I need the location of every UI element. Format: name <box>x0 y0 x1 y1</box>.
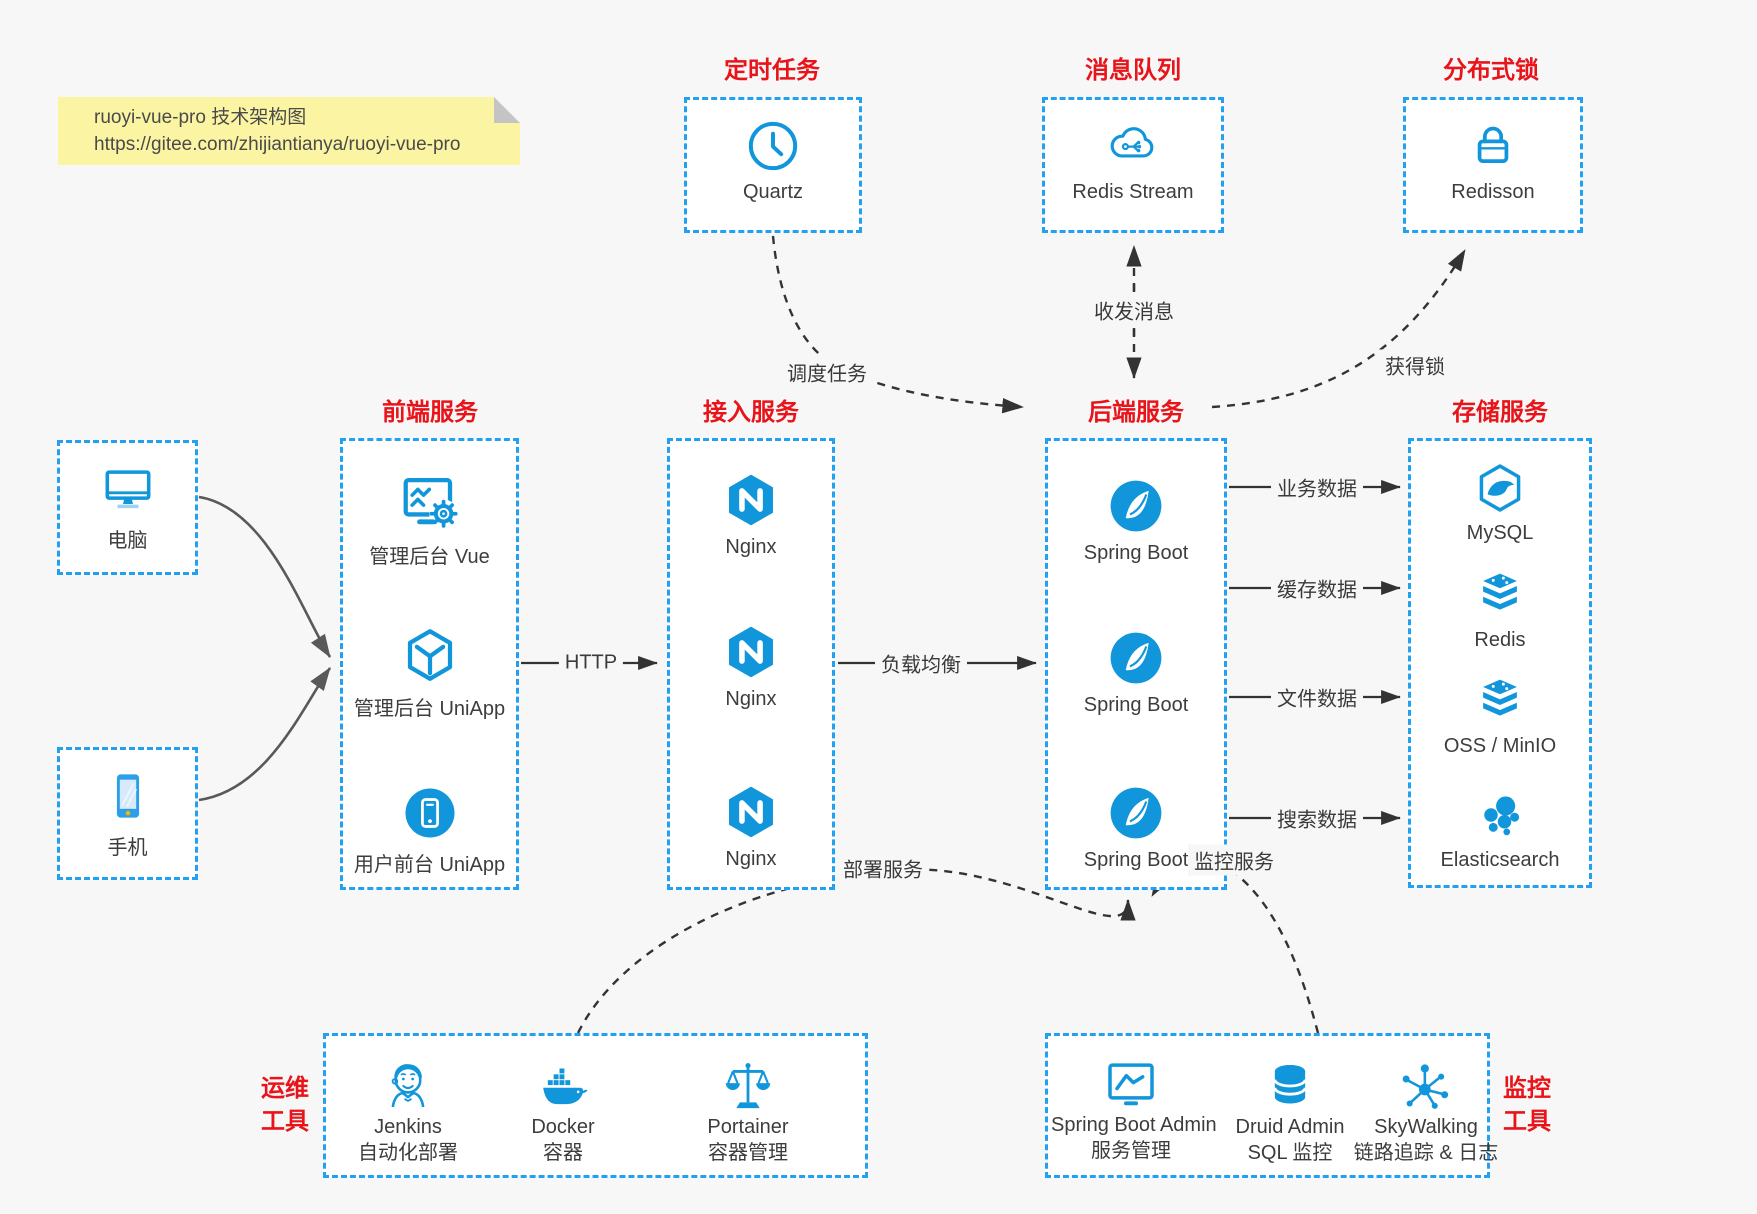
tool-desc: SQL 监控 <box>1247 1142 1333 1164</box>
tool-desc: 容器 <box>543 1142 583 1164</box>
monitor-tools-box: Spring Boot Admin 服务管理 Druid Admin SQL 监… <box>1045 1033 1498 1178</box>
tool-desc: 链路追踪 & 日志 <box>1353 1142 1499 1164</box>
gateway-column-box: Nginx Nginx Nginx <box>667 438 835 890</box>
sticky-note: ruoyi-vue-pro 技术架构图 https://gitee.com/zh… <box>58 97 520 165</box>
edge-label-messaging: 收发消息 <box>1088 294 1180 326</box>
column-title-gateway: 接入服务 <box>703 399 799 426</box>
edge-deploy-arrow <box>576 868 1136 1034</box>
tool-desc: 服务管理 <box>1091 1140 1171 1162</box>
monitor-tools-label: 监控 工具 <box>1503 1075 1551 1135</box>
mobile-icon <box>116 774 139 818</box>
note-url[interactable]: https://gitee.com/zhijiantianya/ruoyi-vu… <box>94 134 461 155</box>
edge-lock-arrow <box>1211 249 1467 409</box>
node-label: MySQL <box>1466 522 1534 544</box>
backend-column-box: Spring Boot Spring Boot Spring Boot <box>1045 438 1227 890</box>
column-title-frontend: 前端服务 <box>382 399 478 426</box>
edge-label-monitor: 监控服务 <box>1188 844 1280 876</box>
scales-icon <box>725 1063 771 1109</box>
jenkins-icon <box>391 1064 425 1108</box>
node-label: Spring Boot <box>1083 542 1189 564</box>
edge-label-lock: 获得锁 <box>1379 349 1451 381</box>
tool-name: Druid Admin <box>1235 1116 1345 1138</box>
node-label: Spring Boot <box>1083 849 1189 871</box>
edge-label-business-data: 业务数据 <box>1271 471 1363 503</box>
node-label: Redis <box>1474 629 1526 651</box>
tool-name: Portainer <box>707 1116 789 1138</box>
redisson-box: Redisson <box>1403 97 1583 233</box>
edge-schedule-arrow <box>771 235 1024 414</box>
uniapp-cube-icon <box>407 629 452 681</box>
cloud-share-icon <box>1110 127 1154 158</box>
nginx-icon <box>729 626 773 678</box>
edge-pc-to-frontend <box>198 495 332 658</box>
chart-monitor-icon <box>1108 1063 1154 1106</box>
edge-label-schedule: 调度任务 <box>781 356 873 388</box>
nginx-icon <box>729 786 773 838</box>
phone-client-box: 手机 <box>57 747 198 880</box>
edge-phone-to-frontend <box>198 667 332 802</box>
edge-label-cache-data: 缓存数据 <box>1271 572 1363 604</box>
quartz-box: Quartz <box>684 97 862 233</box>
group-title-message-queue: 消息队列 <box>1085 57 1181 84</box>
node-label: Nginx <box>725 688 777 710</box>
tool-desc: 容器管理 <box>708 1142 788 1164</box>
tool-name: Jenkins <box>374 1116 442 1138</box>
mysql-icon <box>1479 464 1521 512</box>
tool-name: Docker <box>531 1116 595 1138</box>
node-label: 管理后台 Vue <box>369 546 490 568</box>
desktop-icon <box>105 470 150 509</box>
group-title-distributed-lock: 分布式锁 <box>1443 57 1539 84</box>
node-label: OSS / MinIO <box>1443 735 1557 757</box>
node-label: Nginx <box>725 536 777 558</box>
client-label: 电脑 <box>107 530 148 552</box>
user-uniapp-icon <box>405 788 454 838</box>
clock-icon <box>748 121 798 171</box>
edge-label-http: HTTP <box>558 650 624 676</box>
node-label: Nginx <box>725 848 777 870</box>
elasticsearch-icon <box>1484 796 1520 836</box>
note-title: ruoyi-vue-pro 技术架构图 <box>94 107 307 128</box>
column-title-backend: 后端服务 <box>1088 399 1184 426</box>
tool-name: SkyWalking <box>1374 1116 1478 1138</box>
client-label: 手机 <box>107 837 148 859</box>
ops-tools-label: 运维 工具 <box>261 1075 309 1135</box>
pc-client-box: 电脑 <box>57 440 198 575</box>
database-icon <box>1273 1065 1307 1104</box>
edge-label-file-data: 文件数据 <box>1271 681 1363 713</box>
node-label: Spring Boot <box>1083 694 1189 716</box>
docker-whale-icon <box>543 1068 588 1105</box>
edge-label-search-data: 搜索数据 <box>1271 802 1363 834</box>
group-title-scheduler: 定时任务 <box>724 57 820 84</box>
node-label: 管理后台 UniApp <box>353 698 506 720</box>
spring-boot-icon <box>1110 632 1162 684</box>
node-label: Elasticsearch <box>1440 849 1560 871</box>
node-label: Quartz <box>742 181 804 203</box>
storage-column-box: MySQL Redis OSS / MinIO <box>1408 438 1592 888</box>
redis-stack-icon <box>1483 573 1517 610</box>
lock-icon <box>1477 126 1509 164</box>
spring-boot-icon <box>1110 480 1162 532</box>
nginx-icon <box>729 474 773 526</box>
edge-label-deploy: 部署服务 <box>837 852 929 884</box>
node-label: Redisson <box>1451 181 1535 203</box>
spring-boot-icon <box>1110 787 1162 839</box>
column-title-storage: 存储服务 <box>1452 399 1548 426</box>
frontend-column-box: 管理后台 Vue 管理后台 UniApp 用户前台 UniApp <box>340 438 519 890</box>
topology-icon <box>1402 1064 1449 1109</box>
oss-stack-icon <box>1483 679 1517 716</box>
admin-vue-icon <box>403 478 458 528</box>
edge-label-load-balance: 负载均衡 <box>875 647 967 679</box>
redis-stream-box: Redis Stream <box>1042 97 1224 233</box>
node-label: Redis Stream <box>1072 181 1194 203</box>
node-label: 用户前台 UniApp <box>353 854 506 876</box>
ops-tools-box: Jenkins 自动化部署 Docker 容器 <box>323 1033 868 1178</box>
tool-name: Spring Boot Admin <box>1051 1114 1217 1136</box>
tool-desc: 自动化部署 <box>358 1142 458 1164</box>
